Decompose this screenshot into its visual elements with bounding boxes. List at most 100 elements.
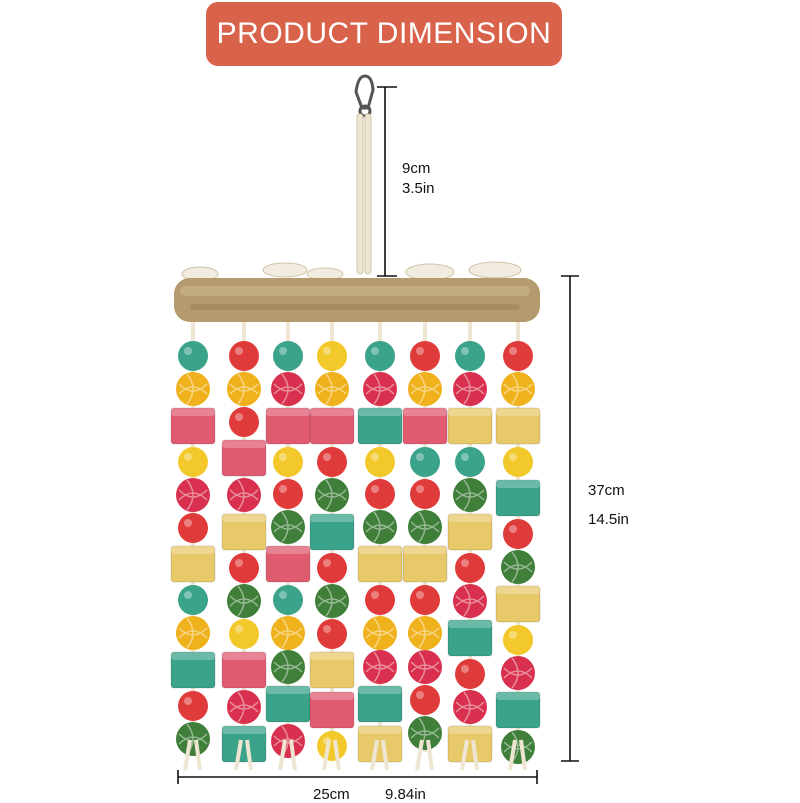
rattan-ball [271,510,305,544]
wooden-bead [317,553,347,583]
wooden-bead [178,585,208,615]
wooden-cube [402,407,448,445]
rattan-ball [453,584,487,618]
wooden-cube [265,545,311,583]
wooden-bead [229,341,259,371]
wooden-bead [317,619,347,649]
wooden-bead [273,341,303,371]
wooden-cube [170,651,216,689]
wooden-bead [455,659,485,689]
strand [357,322,403,771]
wooden-bead [317,447,347,477]
wooden-cube [495,585,541,623]
wooden-cube [357,725,403,763]
strand [265,322,311,771]
wooden-cube [447,407,493,445]
wooden-bead [273,479,303,509]
rattan-ball [408,510,442,544]
wooden-cube [221,439,267,477]
wooden-cube [357,685,403,723]
wooden-cube [495,691,541,729]
wooden-bead [410,585,440,615]
banner-title: PRODUCT DIMENSION [216,17,552,50]
rattan-ball [453,478,487,512]
rattan-ball [227,372,261,406]
wooden-cube [402,545,448,583]
wooden-bead [503,447,533,477]
wooden-cube [447,619,493,657]
wooden-cube [357,545,403,583]
strand [495,322,541,771]
wooden-perch [174,278,540,322]
product-dimension-banner: PRODUCT DIMENSION [206,2,562,66]
rattan-ball [453,690,487,724]
wooden-cube [495,407,541,445]
wooden-bead [455,553,485,583]
rattan-ball [176,616,210,650]
height-cm: 37cm [588,482,625,499]
rattan-ball [501,656,535,690]
rattan-ball [363,510,397,544]
perch-knots [181,261,522,282]
wooden-cube [170,407,216,445]
rattan-ball [315,584,349,618]
wooden-cube [447,513,493,551]
rattan-ball [363,372,397,406]
wooden-cube [309,691,355,729]
rattan-ball [501,372,535,406]
wooden-bead [273,447,303,477]
hanger-length-in: 3.5in [402,180,435,197]
strand [402,322,448,771]
wooden-bead [229,553,259,583]
wooden-cube [221,651,267,689]
wooden-bead [410,479,440,509]
rattan-ball [363,616,397,650]
wooden-bead [365,479,395,509]
rattan-ball [408,616,442,650]
hanger-dimension-line [377,86,397,277]
wooden-bead [365,447,395,477]
hanger-length-cm: 9cm [402,160,431,177]
rattan-ball [501,730,535,764]
rattan-ball [227,690,261,724]
wooden-bead [273,585,303,615]
wooden-cube [170,545,216,583]
wooden-bead [503,519,533,549]
wooden-cube [221,513,267,551]
rattan-ball [176,478,210,512]
rattan-ball [176,722,210,756]
wooden-bead [455,341,485,371]
wooden-bead [410,685,440,715]
rattan-ball [271,650,305,684]
rattan-ball [315,478,349,512]
wooden-bead [410,341,440,371]
strand [170,322,216,771]
wooden-bead [229,619,259,649]
wooden-bead [317,341,347,371]
height-dimension-line [561,275,579,762]
rattan-ball [453,372,487,406]
wooden-bead [365,341,395,371]
width-in: 9.84in [385,786,426,803]
clasp-icon [354,74,375,118]
wooden-bead [317,731,347,761]
wooden-bead [229,407,259,437]
wooden-bead [410,447,440,477]
wooden-bead [365,585,395,615]
height-in: 14.5in [588,511,629,528]
wooden-cube [221,725,267,763]
wooden-cube [357,407,403,445]
rattan-ball [408,650,442,684]
wooden-bead [178,341,208,371]
rattan-ball [408,372,442,406]
hanging-rope [356,113,372,275]
strand [447,322,493,771]
wooden-cube [447,725,493,763]
strand [221,322,267,771]
wooden-bead [178,447,208,477]
rattan-ball [227,478,261,512]
hanging-strands [170,322,541,771]
width-dimension-line [177,770,538,784]
rattan-ball [271,616,305,650]
